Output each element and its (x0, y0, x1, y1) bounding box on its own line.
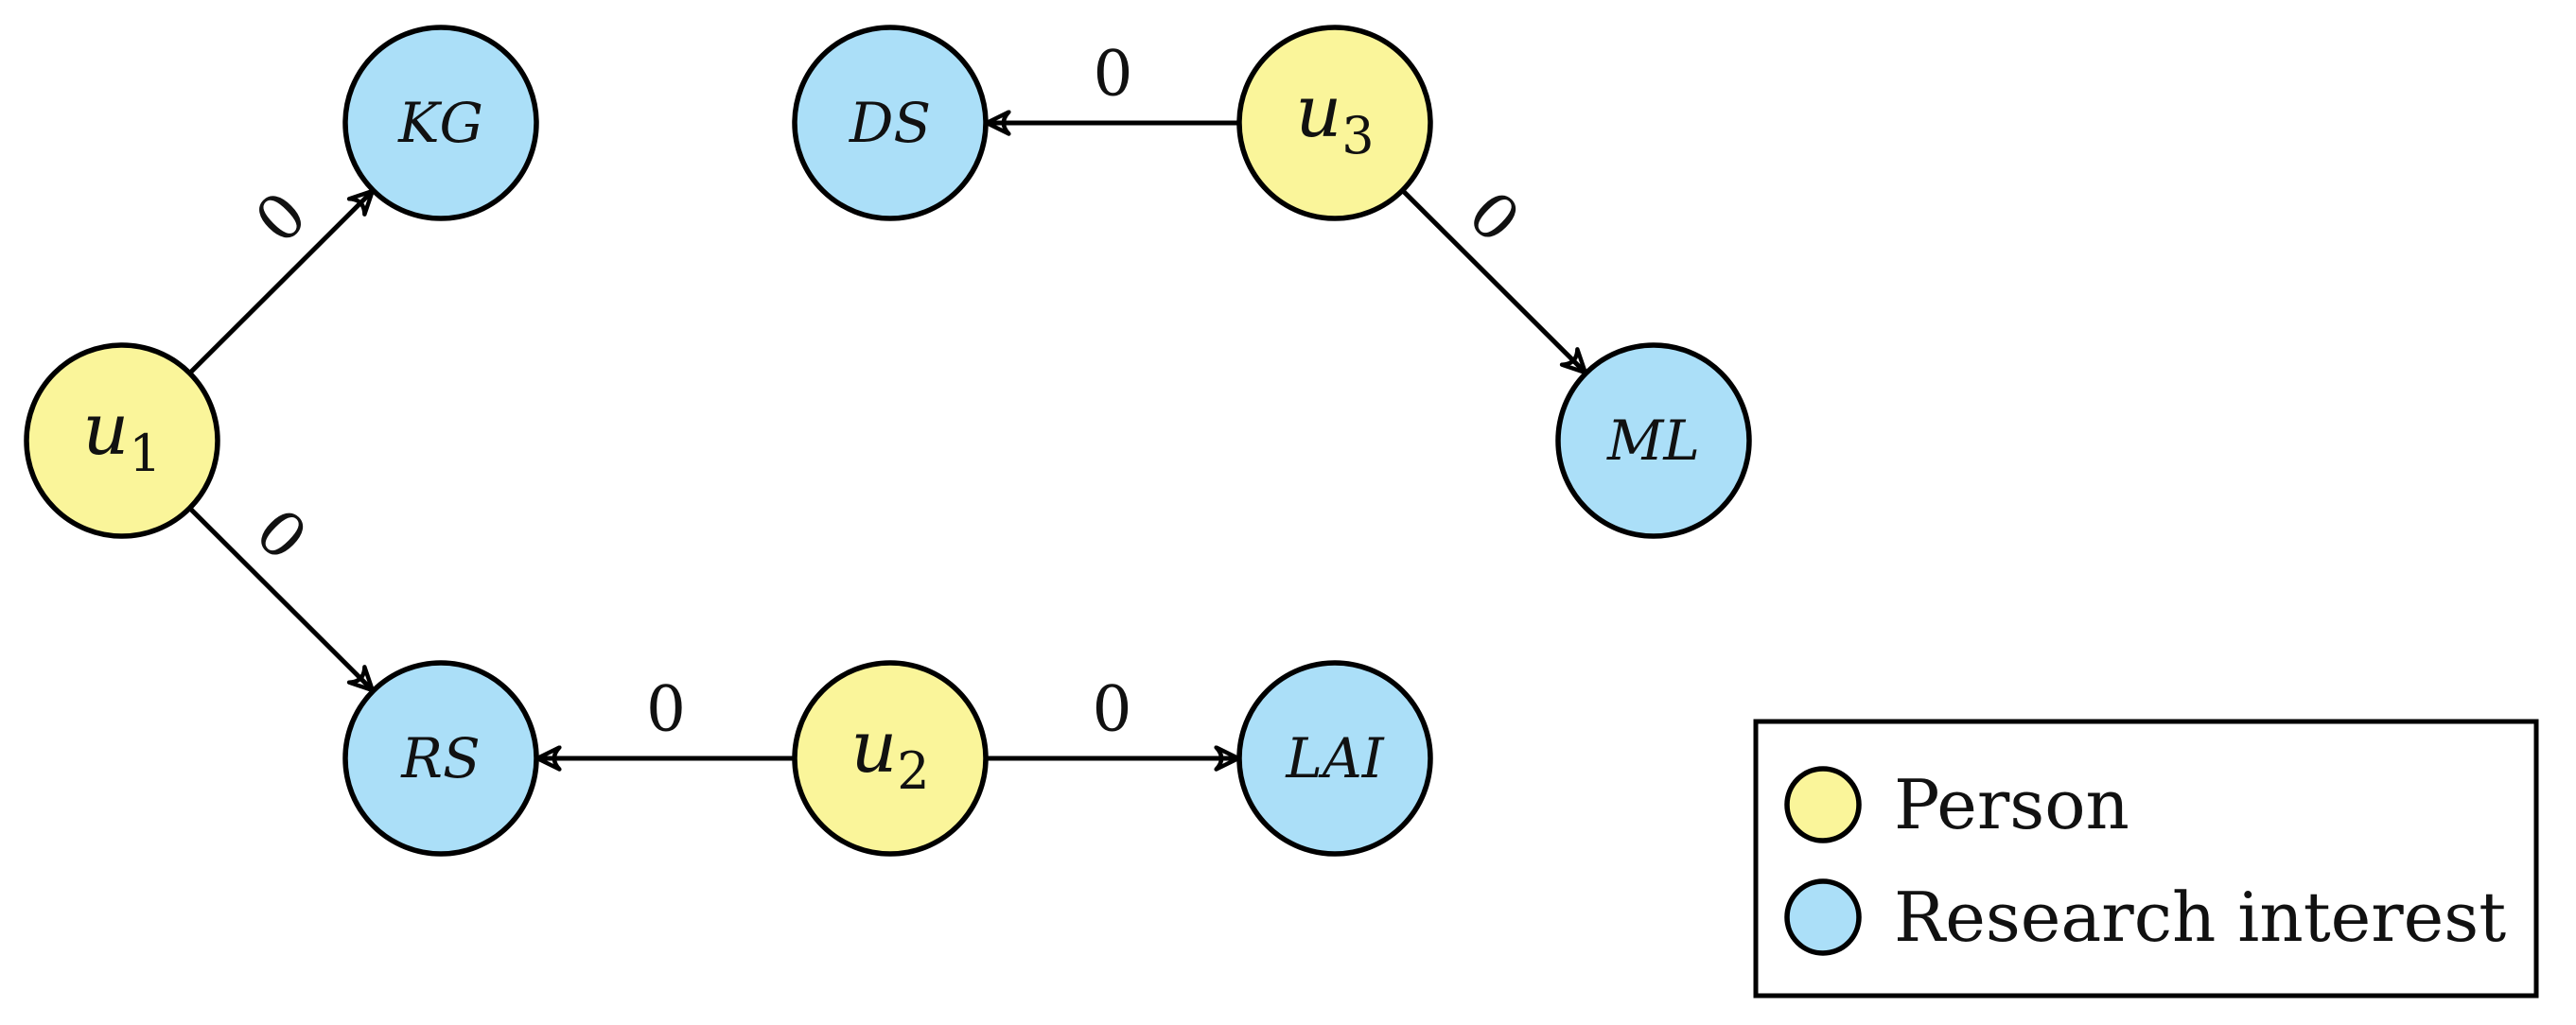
node-lai: LAI (1236, 660, 1433, 857)
legend: Person Research interest (1753, 719, 2539, 999)
node-circle-ml (1555, 342, 1752, 539)
edge-label-u3-ML: 0 (1454, 178, 1533, 257)
edge-label-u3-DS: 0 (1094, 38, 1133, 111)
node-circle-u1 (24, 342, 220, 539)
node-label-ml: ML (1606, 408, 1700, 473)
node-label-kg: KG (397, 91, 483, 155)
node-rs: RS (342, 660, 539, 857)
nodes-layer: u1 u2 u3 KG DS ML RS LAI (24, 25, 1752, 857)
edge-u1-RS (187, 506, 373, 690)
node-circle-rs (342, 660, 539, 857)
edge-u3-ML (1400, 188, 1586, 373)
node-ds: DS (792, 25, 989, 221)
node-kg: KG (342, 25, 539, 221)
legend-research-interest-swatch (1784, 878, 1862, 956)
legend-person-label: Person (1894, 765, 2129, 844)
edge-label-u2-RS: 0 (646, 673, 686, 746)
node-u2: u2 (792, 660, 989, 857)
edge-label-u1-RS: 0 (241, 495, 321, 575)
legend-box (1753, 719, 2539, 999)
node-label-u3: u3 (1295, 69, 1374, 165)
node-label-u2: u2 (850, 704, 929, 801)
node-u1: u1 (24, 342, 220, 539)
node-circle-ds (792, 25, 989, 221)
node-label-ds: DS (849, 91, 931, 155)
node-circle-u3 (1236, 25, 1433, 221)
node-circle-lai (1236, 660, 1433, 857)
legend-person-swatch (1784, 766, 1862, 843)
node-u3: u3 (1236, 25, 1433, 221)
edge-label-u2-LAI: 0 (1093, 673, 1132, 746)
node-circle-kg (342, 25, 539, 221)
legend-research-interest-label: Research interest (1894, 877, 2506, 957)
edge-label-u1-KG: 0 (241, 178, 321, 257)
node-label-lai: LAI (1285, 726, 1384, 790)
node-label-rs: RS (400, 726, 480, 790)
node-ml: ML (1555, 342, 1752, 539)
edge-u1-KG (187, 191, 373, 375)
node-label-u1: u1 (82, 387, 161, 483)
node-circle-u2 (792, 660, 989, 857)
